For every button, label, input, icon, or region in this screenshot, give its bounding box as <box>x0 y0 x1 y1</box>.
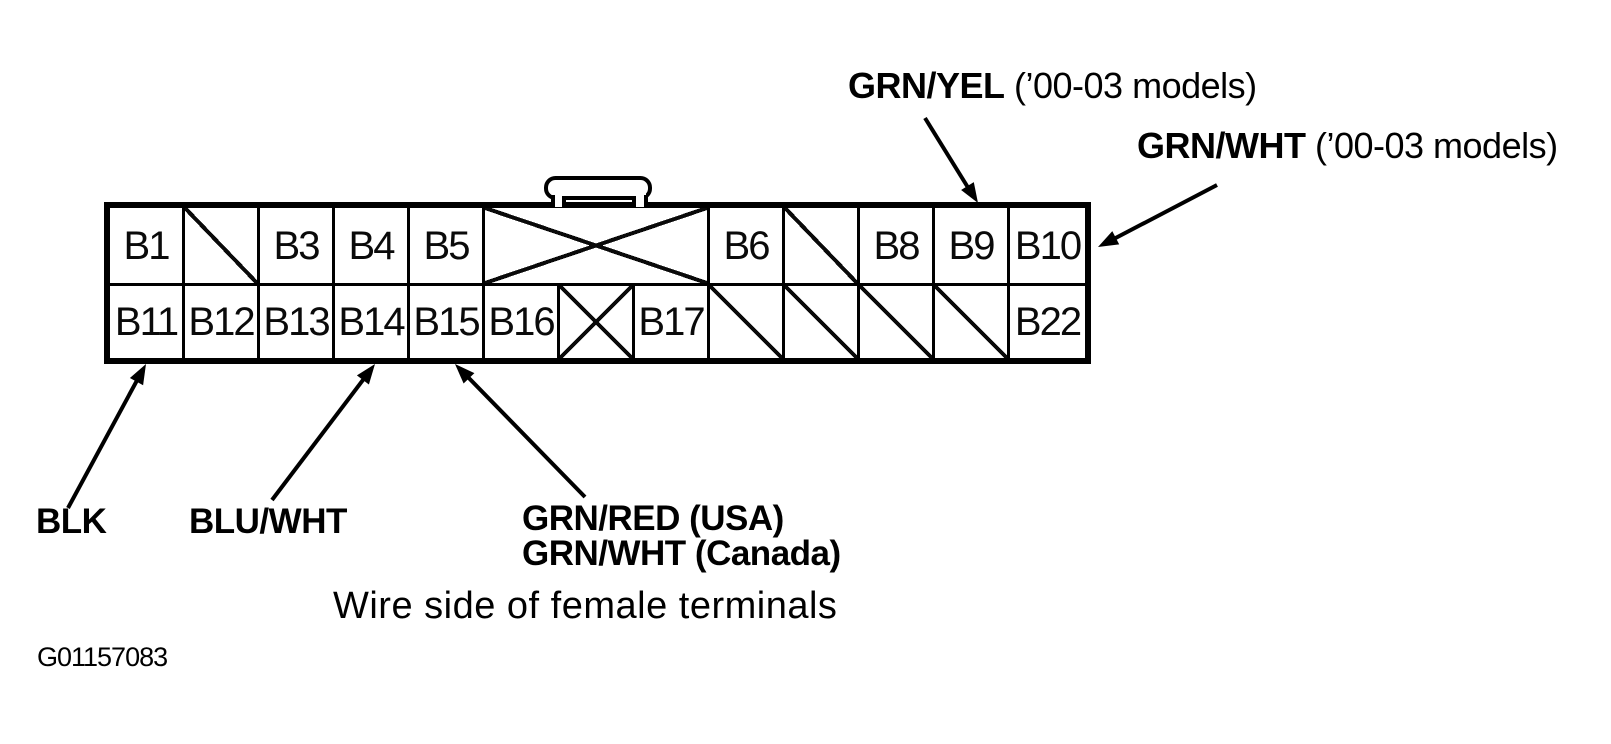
pin-label: B8 <box>873 223 921 268</box>
blu-wht-wire-color: BLU/WHT <box>189 502 347 541</box>
pin-label: B4 <box>348 223 396 268</box>
grn-wht-canada-wire-color: GRN/WHT (Canada) <box>522 534 841 573</box>
no-terminal-cell-B19 <box>785 283 860 358</box>
no-terminal-cell-B7 <box>785 208 860 283</box>
pin-cell-B13: B13 <box>260 283 335 358</box>
pin-cell-B6: B6 <box>710 208 785 283</box>
pin-cell-B11: B11 <box>110 283 185 358</box>
grn-wht-arrow <box>1098 183 1218 247</box>
grn-yel-wire-color: GRN/YEL <box>848 65 1005 106</box>
pin-label: B16 <box>488 300 555 344</box>
view-caption: Wire side of female terminals <box>333 585 838 627</box>
no-terminal-cell-B20 <box>860 283 935 358</box>
grn-red-usa-wire-color: GRN/RED (USA) <box>522 499 784 538</box>
pin-cell-B16: B16 <box>485 283 560 358</box>
pin-label: B22 <box>1014 300 1082 344</box>
no-terminal-cell-B21 <box>935 283 1010 358</box>
pin-label: B17 <box>638 300 705 344</box>
pin-label: B12 <box>188 300 255 344</box>
pin-label: B11 <box>114 300 179 344</box>
pin-cell-B8: B8 <box>860 208 935 283</box>
pin-label: B3 <box>273 223 321 268</box>
pin-cell-B14: B14 <box>335 283 410 358</box>
grn-red-arrow <box>455 364 587 499</box>
pin-cell-B15: B15 <box>410 283 485 358</box>
pin-cell-B22: B22 <box>1010 283 1085 358</box>
no-terminal-cell-B2 <box>185 208 260 283</box>
no-terminal-cell-B18 <box>710 283 785 358</box>
pin-cell-B10: B10 <box>1010 208 1085 283</box>
blu-wht-label: BLU/WHT <box>189 502 347 541</box>
grn-wht-models-note: (’00-03 models) <box>1305 125 1558 166</box>
pin-cell-B4: B4 <box>335 208 410 283</box>
pin-label: B1 <box>123 223 171 268</box>
grn-wht-canada-label: GRN/WHT (Canada) <box>522 534 841 573</box>
blocked-cell <box>560 283 635 358</box>
pin-cell-B17: B17 <box>635 283 710 358</box>
pin-label: B14 <box>338 300 405 344</box>
pin-cell-B12: B12 <box>185 283 260 358</box>
pin-label: B13 <box>263 300 330 344</box>
pin-label: B6 <box>723 223 771 268</box>
grn-yel-models-note: (’00-03 models) <box>1004 65 1257 106</box>
grn-wht-top-label: GRN/WHT (’00-03 models) <box>1137 127 1558 164</box>
figure-id: G01157083 <box>37 642 168 672</box>
blk-wire-color: BLK <box>36 502 107 541</box>
grn-wht-wire-color: GRN/WHT <box>1137 125 1306 166</box>
pin-cell-B5: B5 <box>410 208 485 283</box>
pin-label: B9 <box>948 223 996 268</box>
pin-cell-B1: B1 <box>110 208 185 283</box>
blocked-region-cell <box>485 208 710 283</box>
connector-body: B1 B3 B4 B5 B6 B8 B9 B10 B11 B12 B13 B14… <box>104 202 1091 364</box>
blk-arrow <box>66 364 146 509</box>
pin-cell-B9: B9 <box>935 208 1010 283</box>
pin-cell-B3: B3 <box>260 208 335 283</box>
grn-yel-arrow <box>923 116 978 203</box>
pin-label: B15 <box>413 300 480 344</box>
pin-label: B5 <box>423 223 471 268</box>
blk-label: BLK <box>36 502 107 541</box>
blu-wht-arrow <box>270 364 375 502</box>
grn-yel-label: GRN/YEL (’00-03 models) <box>848 67 1257 104</box>
pin-label: B10 <box>1014 223 1082 268</box>
grn-red-usa-label: GRN/RED (USA) <box>522 499 784 538</box>
